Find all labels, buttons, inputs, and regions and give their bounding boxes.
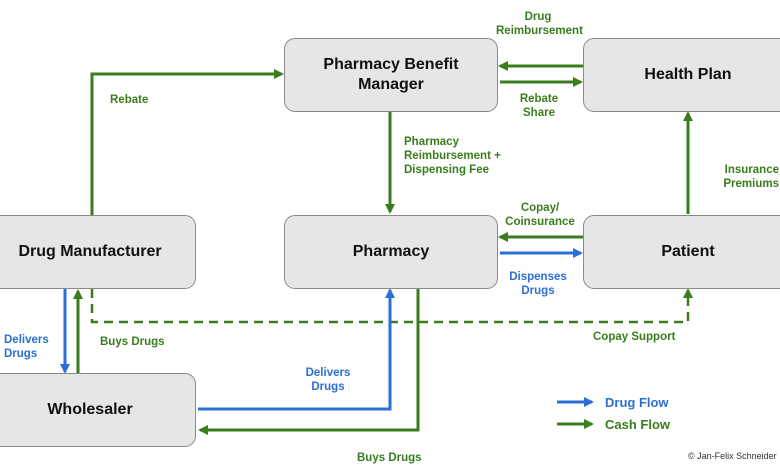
pbm-label: Pharmacy Benefit Manager <box>323 56 459 93</box>
insurance-premiums-label: Insurance Premiums <box>723 164 779 190</box>
dispenses-drugs-label: Dispenses Drugs <box>509 271 567 297</box>
wholesaler-label: Wholesaler <box>47 401 133 418</box>
delivers-drugs-mid-label: Delivers Drugs <box>305 367 351 393</box>
drug-reimbursement-label: Drug Reimbursement <box>496 11 583 37</box>
delivers-drugs-left-label: Delivers Drugs <box>4 334 49 360</box>
health-plan-label: Health Plan <box>644 66 732 83</box>
wholesaler-node: Wholesaler <box>0 373 196 447</box>
patient-label: Patient <box>661 243 715 260</box>
drug-manufacturer-label: Drug Manufacturer <box>18 243 162 260</box>
copay-support-label: Copay Support <box>593 331 676 343</box>
buys-drugs-pharmacy-arrow <box>198 288 420 435</box>
pbm-node: Pharmacy Benefit Manager <box>284 38 498 112</box>
patient-node: Patient <box>583 215 780 289</box>
legend-cash-flow: Cash Flow <box>605 417 671 432</box>
buys-drugs-left-label: Buys Drugs <box>100 336 165 348</box>
rebate-arrow <box>90 69 284 215</box>
drug-manufacturer-node: Drug Manufacturer <box>0 215 196 289</box>
delivers-drugs-wholesaler-arrow <box>198 288 395 411</box>
pharmacy-label: Pharmacy <box>352 243 430 260</box>
rebate-label: Rebate <box>110 94 149 106</box>
copyright-text: © Jan-Felix Schneider <box>688 451 777 461</box>
rebate-share-label: Rebate Share <box>519 93 559 119</box>
buys-drugs-bottom-label: Buys Drugs <box>357 452 422 464</box>
health-plan-node: Health Plan <box>583 38 780 112</box>
copay-coinsurance-label: Copay/ Coinsurance <box>505 202 575 228</box>
legend-drug-flow: Drug Flow <box>605 395 669 410</box>
pharmacy-reimbursement-label: Pharmacy Reimbursement + Dispensing Fee <box>404 136 501 176</box>
pharmacy-node: Pharmacy <box>284 215 498 289</box>
